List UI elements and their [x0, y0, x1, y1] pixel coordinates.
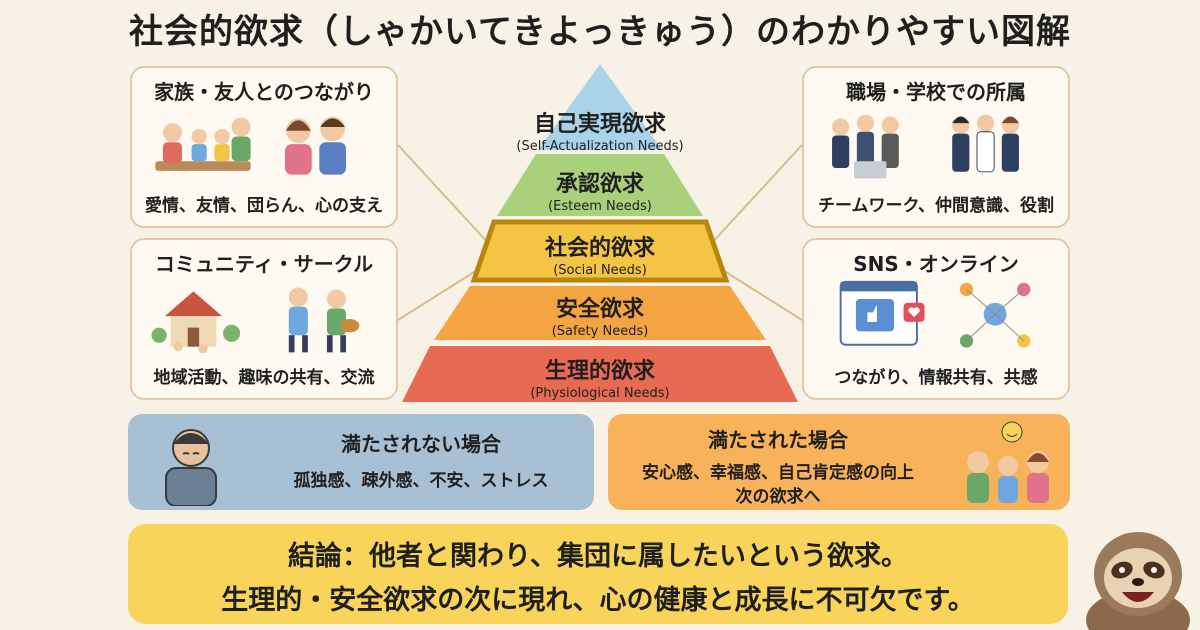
tier-esteem-shape: [497, 154, 703, 216]
workplace-card-title: 職場・学校での所属: [846, 80, 1026, 104]
conclusion-line-2: 生理的・安全欲求の次に現れ、心の健康と成長に不可欠です。: [221, 585, 975, 616]
satisfied-desc-line2: 次の欲求へ: [735, 487, 821, 507]
workplace-illustration-icon: [814, 106, 1058, 188]
community-card: コミュニティ・サークル 地域活動、趣味の共有、交流: [130, 238, 398, 400]
sns-card-title: SNS・オンライン: [853, 252, 1019, 276]
tier-name: 自己実現欲求: [533, 112, 666, 137]
tier-name: 生理的欲求: [544, 359, 655, 384]
community-card-title: コミュニティ・サークル: [154, 252, 374, 276]
tier-name: 安全欲求: [555, 297, 644, 322]
tier-english: (Safety Needs): [551, 324, 649, 339]
unsatisfied-desc: 孤独感、疎外感、不安、ストレス: [293, 471, 549, 491]
tier-english: (Social Needs): [553, 263, 647, 278]
page-title: 社会的欲求（しゃかいてきよっきゅう）のわかりやすい図解: [129, 12, 1071, 52]
satisfied-title: 満たされた場合: [708, 428, 848, 452]
sns-illustration-icon: [814, 278, 1058, 360]
tier-name: 承認欲求: [555, 172, 644, 197]
tier-social: 社会的欲求 (Social Needs): [400, 230, 800, 278]
family-card: 家族・友人とのつながり 愛情、友情、団らん、心の支え: [130, 66, 398, 228]
lonely-person-icon: [156, 422, 226, 507]
conclusion-line-1: 結論：他者と関わり、集団に属したいという欲求。: [288, 541, 908, 572]
sns-card-caption: つながり、情報共有、共感: [834, 368, 1038, 388]
satisfied-box: 満たされた場合 安心感、幸福感、自己肯定感の向上 次の欲求へ: [608, 414, 1070, 510]
maslow-pyramid: 自己実現欲求 (Self-Actualization Needs) 承認欲求 (…: [400, 62, 800, 407]
community-illustration-icon: [142, 278, 386, 360]
sns-card: SNS・オンライン つながり、情報共有、共感: [802, 238, 1070, 400]
workplace-card-caption: チームワーク、仲間意識、役割: [818, 196, 1054, 216]
tier-self-actualization: 自己実現欲求 (Self-Actualization Needs): [400, 106, 800, 154]
tier-safety: 安全欲求 (Safety Needs): [400, 291, 800, 339]
tier-name: 社会的欲求: [544, 236, 655, 261]
tier-english: (Esteem Needs): [548, 199, 652, 214]
unsatisfied-title: 満たされない場合: [341, 432, 501, 456]
sloth-mascot-icon: [1078, 522, 1196, 630]
satisfied-desc-line1: 安心感、幸福感、自己肯定感の向上: [642, 463, 914, 483]
happy-people-icon: [958, 420, 1058, 506]
workplace-card: 職場・学校での所属 チームワーク、仲間意識、役割: [802, 66, 1070, 228]
tier-esteem: 承認欲求 (Esteem Needs): [400, 166, 800, 214]
family-card-caption: 愛情、友情、団らん、心の支え: [145, 196, 383, 216]
pyramid-shapes: [402, 64, 798, 402]
family-illustration-icon: [142, 106, 386, 188]
tier-physiological: 生理的欲求 (Physiological Needs): [400, 353, 800, 401]
unsatisfied-box: 満たされない場合 孤独感、疎外感、不安、ストレス: [128, 414, 594, 510]
tier-self-actualization-shape: [538, 64, 662, 150]
tier-physiological-shape: [402, 346, 798, 402]
tier-safety-shape: [434, 286, 766, 340]
family-card-title: 家族・友人とのつながり: [154, 80, 374, 104]
conclusion-box: 結論：他者と関わり、集団に属したいという欲求。 生理的・安全欲求の次に現れ、心の…: [128, 524, 1068, 624]
tier-english: (Physiological Needs): [530, 386, 670, 401]
tier-social-shape: [470, 219, 730, 283]
tier-english: (Self-Actualization Needs): [516, 139, 684, 154]
community-card-caption: 地域活動、趣味の共有、交流: [153, 368, 375, 388]
